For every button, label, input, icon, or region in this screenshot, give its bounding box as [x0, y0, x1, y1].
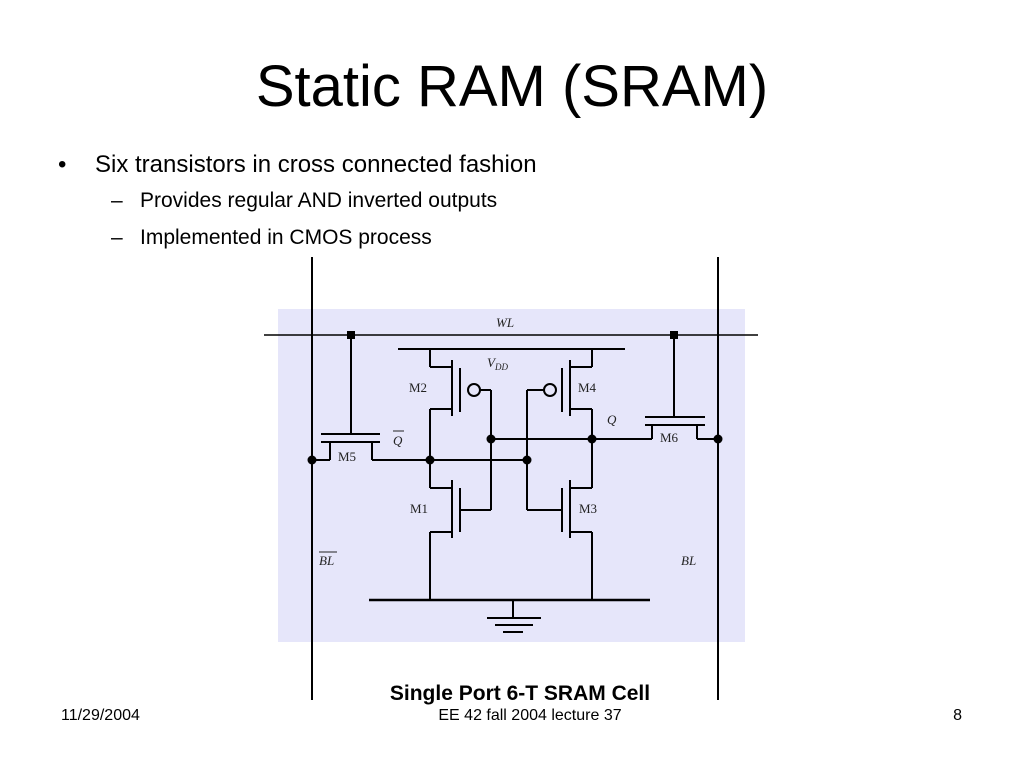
m5-label: M5: [338, 449, 356, 464]
diagram-labels: WL VDD M2 M4 M1 M3 M5 M6 Q Q BL BL: [319, 315, 696, 568]
circuit-wires: [264, 257, 758, 700]
footer-page-number: 8: [953, 707, 962, 724]
m1-label: M1: [410, 501, 428, 516]
q-label: Q: [607, 412, 617, 427]
m2-label: M2: [409, 380, 427, 395]
sub-bullet-marker: –: [111, 226, 123, 249]
cross-node-dot: [486, 434, 496, 444]
diagram-background: [278, 309, 745, 642]
footer-date: 11/29/2004: [61, 707, 140, 724]
sub-bullet-item: – Provides regular AND inverted outputs: [58, 182, 958, 219]
wl-junction-right: [670, 331, 678, 339]
bullet-item: • Six transistors in cross connected fas…: [58, 148, 958, 182]
qbar-node-dot: [425, 455, 435, 465]
sub-bullet-marker: –: [111, 189, 123, 212]
bullet-list: • Six transistors in cross connected fas…: [58, 148, 958, 256]
sub-bullet-text: Implemented in CMOS process: [140, 226, 432, 249]
vdd-subscript: DD: [494, 362, 508, 372]
footer-course: EE 42 fall 2004 lecture 37: [438, 707, 622, 724]
junction-dots: [307, 331, 723, 465]
m6-label: M6: [660, 430, 679, 445]
blbar-label: BL: [319, 553, 334, 568]
wl-label: WL: [496, 315, 514, 330]
sub-bullet-text: Provides regular AND inverted outputs: [140, 189, 498, 212]
sub-bullet-item: – Implemented in CMOS process: [58, 219, 958, 256]
vdd-main: V: [487, 355, 497, 370]
bl-label: BL: [681, 553, 696, 568]
bullet-marker: •: [58, 151, 67, 178]
bullet-text: Six transistors in cross connected fashi…: [95, 151, 537, 178]
vdd-label: VDD: [487, 355, 508, 372]
m3-label: M3: [579, 501, 597, 516]
qbar-label: Q: [393, 433, 403, 448]
slide-title: Static RAM (SRAM): [255, 54, 769, 119]
cross-node-dot: [522, 455, 532, 465]
wl-junction-left: [347, 331, 355, 339]
m4-label: M4: [578, 380, 597, 395]
diagram-caption: Single Port 6-T SRAM Cell: [389, 682, 651, 705]
q-node-dot: [587, 434, 597, 444]
bl-junction-dot: [713, 434, 723, 444]
blbar-junction-dot: [307, 455, 317, 465]
